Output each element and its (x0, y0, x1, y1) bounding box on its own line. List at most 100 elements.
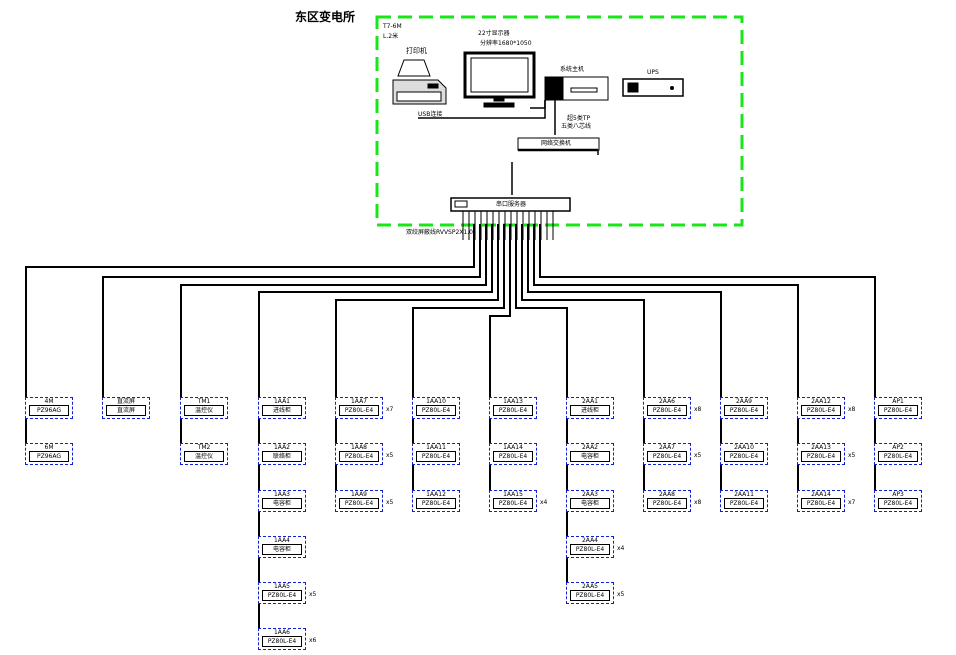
device-count-tag: x8 (694, 499, 702, 506)
bus-line (25, 224, 475, 454)
device-id: 2AA10 (734, 444, 754, 451)
internal-cables (418, 100, 599, 195)
device-id: 6M (44, 444, 54, 451)
ups-icon (622, 78, 684, 97)
device-model: PZ80L-E4 (416, 405, 456, 416)
device-model: PZ80L-E4 (647, 405, 687, 416)
device-model: PZ80L-E4 (339, 405, 379, 416)
bus-line (258, 224, 493, 639)
device-model: PZ80L-E4 (878, 498, 918, 509)
switch-cable-label-1: 超5类TP (567, 115, 591, 122)
device-count-tag: x5 (848, 452, 856, 459)
device-id: TM2 (197, 444, 211, 451)
device-id: 2AA12 (811, 398, 831, 405)
device-model: PZ80L-E4 (416, 451, 456, 462)
device-id: 1AA1 (273, 398, 290, 405)
network-switch-box (517, 137, 600, 152)
device-model: 电容柜 (262, 498, 302, 509)
switch-cable-label-2: 五类八芯线 (561, 123, 592, 130)
printer-cable-label: USB连接 (418, 111, 443, 118)
serial-server-box (450, 197, 571, 212)
device-count-tag: x5 (386, 499, 394, 506)
diagram-title: 东区变电所 (295, 10, 356, 24)
device-id: 2AA7 (658, 444, 675, 451)
device-box[interactable]: 直流屏直流屏 (102, 397, 150, 419)
device-id: 1AA13 (503, 398, 523, 405)
device-model: PZ80L-E4 (724, 405, 764, 416)
bus-line (533, 224, 799, 501)
device-model: 温控仪 (184, 451, 224, 462)
device-model: PZ96AG (29, 405, 69, 416)
device-id: 1AA3 (273, 491, 290, 498)
bus-lines (25, 224, 876, 639)
device-model: 温控仪 (184, 405, 224, 416)
device-id: 2AA2 (581, 444, 598, 451)
device-id: 直流屏 (116, 398, 135, 405)
device-model: PZ80L-E4 (724, 451, 764, 462)
device-count-tag: x8 (694, 406, 702, 413)
device-count-tag: x5 (386, 452, 394, 459)
device-model: 进线柜 (570, 405, 610, 416)
device-id: 1AA14 (503, 444, 523, 451)
device-model: PZ80L-E4 (647, 498, 687, 509)
device-model: PZ80L-E4 (339, 451, 379, 462)
device-id: 1AA2 (273, 444, 290, 451)
device-id: 1AA5 (273, 583, 290, 590)
device-model: PZ96AG (29, 451, 69, 462)
device-model: PZ80L-E4 (493, 451, 533, 462)
device-id: 1AA11 (426, 444, 446, 451)
network-switch-label: 网络交换机 (541, 140, 572, 147)
device-model: PZ80L-E4 (724, 498, 764, 509)
device-count-tag: x7 (848, 499, 856, 506)
device-model: 电容柜 (262, 544, 302, 555)
device-model: 联络柜 (262, 451, 302, 462)
device-id: 1AA4 (273, 537, 290, 544)
cabinet-note-2: L.2米 (383, 33, 399, 40)
device-id: 1AA6 (273, 629, 290, 636)
device-count-tag: x8 (848, 406, 856, 413)
device-id: 2AA5 (581, 583, 598, 590)
device-count-tag: x5 (694, 452, 702, 459)
device-id: 2AA9 (735, 398, 752, 405)
device-id: 2AA8 (658, 491, 675, 498)
device-model: 进线柜 (262, 405, 302, 416)
bus-cable-label: 双绞屏蔽线RVVSP2X1.0 (406, 229, 473, 236)
